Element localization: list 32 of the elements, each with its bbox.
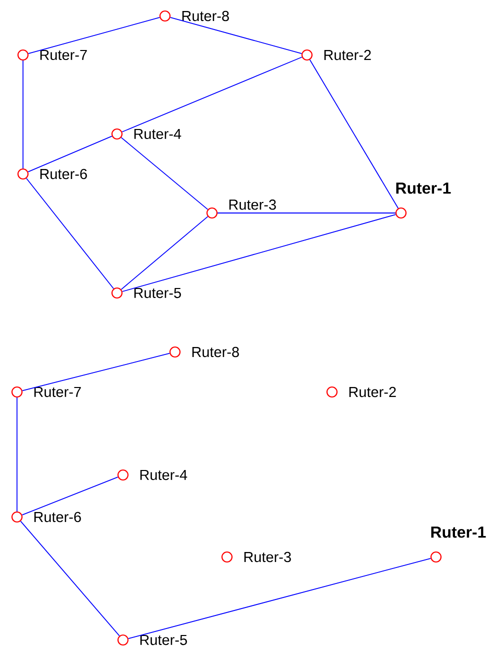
link-line (309, 59, 399, 209)
link-line (28, 136, 112, 172)
link-line (170, 17, 302, 54)
node-label: Ruter-2 (349, 386, 396, 398)
link-line (128, 558, 432, 640)
link-line (122, 214, 396, 292)
node-label: Ruter-7 (40, 50, 87, 60)
link-line (120, 137, 208, 210)
node-label: Ruter-8 (192, 346, 239, 358)
node-label: Ruter-4 (140, 470, 188, 480)
node-label: Ruter-6 (34, 512, 81, 522)
link-line (26, 178, 114, 290)
node-label: Ruter-7 (34, 386, 81, 398)
node-label: Ruter-4 (134, 128, 182, 140)
node-label: Ruter-1 (396, 182, 451, 194)
node-label: Ruter-2 (324, 50, 371, 60)
node-label: Ruter-8 (182, 10, 229, 22)
node-label: Ruter-1 (431, 526, 486, 538)
node-label: Ruter-3 (244, 552, 291, 562)
link-line (217, 212, 396, 214)
link-line (22, 352, 170, 392)
node-label: Ruter-5 (134, 288, 181, 298)
link-line (120, 216, 208, 290)
link-line (20, 520, 120, 636)
link-line (16, 397, 18, 512)
node-label: Ruter-5 (140, 634, 187, 646)
link-line (122, 56, 302, 132)
node-label: Ruter-6 (40, 168, 87, 180)
link-line (22, 60, 24, 169)
node-label: Ruter-3 (229, 200, 276, 210)
link-line (28, 17, 160, 54)
link-line (22, 476, 118, 516)
